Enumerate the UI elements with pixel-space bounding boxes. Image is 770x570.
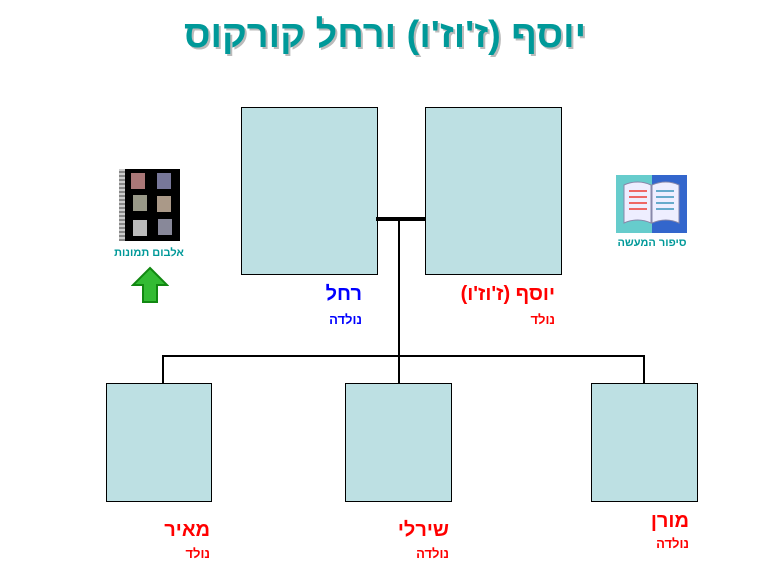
photo-box-moran[interactable] xyxy=(591,383,698,502)
child-name-shirli[interactable]: שירלי xyxy=(397,519,449,541)
photo-album-icon[interactable] xyxy=(119,169,180,241)
story-label[interactable]: סיפור המעשה xyxy=(617,237,687,249)
child-connector xyxy=(162,355,164,383)
child-status-moran: נולדה xyxy=(656,536,689,551)
descent-line xyxy=(398,219,400,357)
parent-status-rachel: נולדה xyxy=(329,312,362,327)
photo-box-meir[interactable] xyxy=(106,383,212,502)
parent-name-rachel[interactable]: רחל xyxy=(325,283,362,305)
photo-box-shirli[interactable] xyxy=(345,383,452,502)
child-status-meir: נולד xyxy=(185,546,210,561)
child-status-shirli: נולדה xyxy=(416,546,449,561)
children-line xyxy=(162,355,645,357)
child-name-moran[interactable]: מורן xyxy=(650,510,689,532)
parent-name-yosef[interactable]: יוסף (ז'וז'ו) xyxy=(460,283,555,305)
photo-album-label[interactable]: אלבום תמונות xyxy=(114,247,184,259)
page-title: יוסף (ז'וז'ו) ורחל קורקוס xyxy=(183,14,587,56)
child-connector xyxy=(398,355,400,383)
parent-status-yosef: נולד xyxy=(530,312,555,327)
marriage-line xyxy=(376,217,425,221)
arrow-up-icon[interactable] xyxy=(131,266,169,304)
photo-box-yosef[interactable] xyxy=(425,107,562,275)
open-book-icon[interactable] xyxy=(616,175,687,233)
child-connector xyxy=(643,355,645,383)
child-name-meir[interactable]: מאיר xyxy=(164,519,210,541)
photo-box-rachel[interactable] xyxy=(241,107,378,275)
